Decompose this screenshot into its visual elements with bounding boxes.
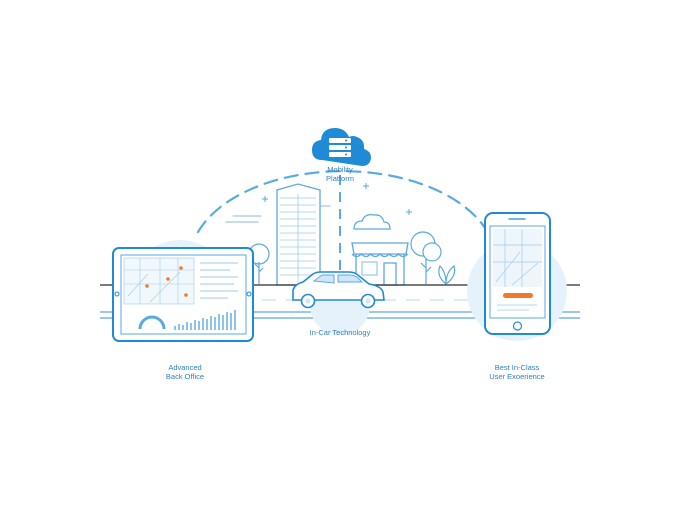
mobility-platform-label: Mobility Platform [300,165,380,183]
tablet-dashboard-icon [112,247,254,342]
back-office-line2: Back Office [165,372,205,381]
smartphone-app-icon [484,212,551,335]
in-car-technology-label: In-Car Technology [290,328,390,337]
mobility-platform-line1: Mobility [327,165,353,174]
wind-lines [225,205,331,223]
mobility-platform-line2: Platform [326,174,354,183]
tree-right [410,231,442,284]
sparkle-decorations [262,183,412,215]
user-experience-line2: User Exoerience [489,372,545,381]
back-office-label: Advanced Back Office [140,363,230,381]
small-cloud-icon [353,214,391,230]
user-experience-label: Best In-Class User Exoerience [467,363,567,381]
user-experience-line1: Best In-Class [494,363,540,372]
car-icon [292,271,385,309]
connection-arc [196,170,487,234]
in-car-technology-text: In-Car Technology [309,328,371,337]
shop-building [351,242,409,286]
back-office-line1: Advanced [168,363,202,372]
office-building [276,183,321,286]
cloud-server-icon [312,128,371,166]
plant [438,264,456,285]
